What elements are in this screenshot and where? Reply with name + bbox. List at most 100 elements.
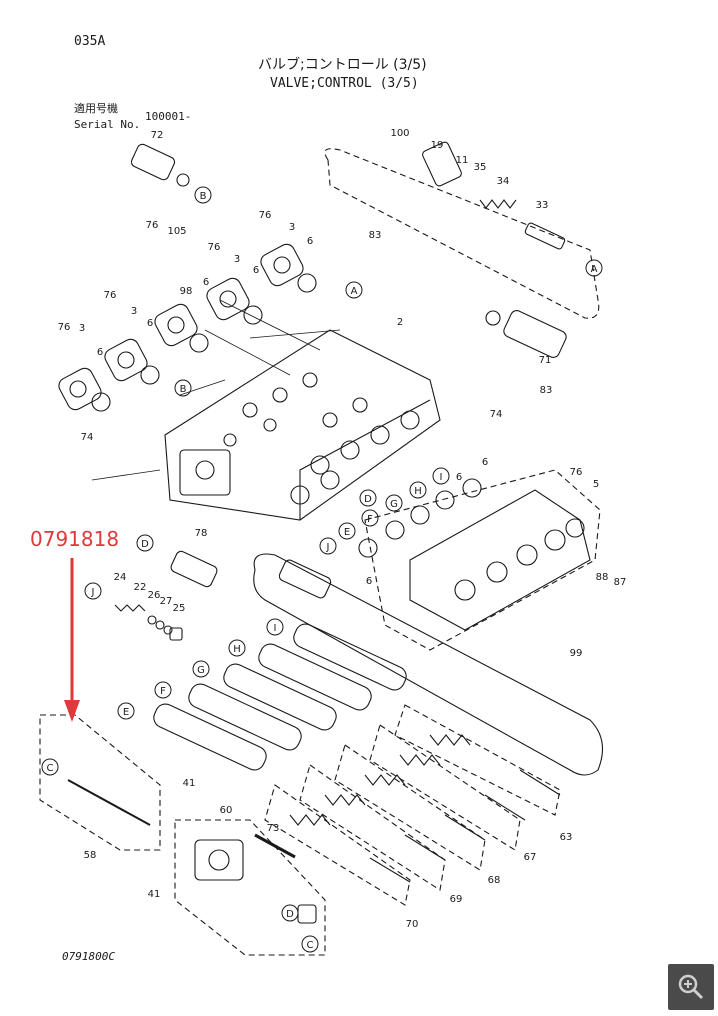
annotation-arrowhead bbox=[64, 700, 80, 722]
callout-6g: 6 bbox=[482, 457, 488, 468]
part-71 bbox=[503, 310, 567, 358]
parts-24-25 bbox=[114, 604, 183, 641]
callout-2: 2 bbox=[397, 317, 403, 328]
callout-105: 105 bbox=[167, 226, 186, 237]
callout-68: 68 bbox=[488, 875, 501, 886]
callout-76d: 76 bbox=[104, 290, 117, 301]
callout-100: 100 bbox=[390, 128, 409, 139]
callout-74b: 74 bbox=[81, 432, 94, 443]
svg-text:E: E bbox=[123, 707, 129, 718]
callout-6d: 6 bbox=[147, 318, 153, 329]
callout-41: 41 bbox=[183, 778, 196, 789]
svg-text:B: B bbox=[200, 191, 207, 202]
springs bbox=[289, 734, 471, 826]
callout-76: 76 bbox=[259, 210, 272, 221]
svg-text:C: C bbox=[47, 763, 54, 774]
title-english: VALVE;CONTROL (3/5) bbox=[270, 76, 419, 91]
callout-70: 70 bbox=[406, 919, 419, 930]
callout-74: 74 bbox=[490, 409, 503, 420]
cover-5 bbox=[409, 489, 591, 631]
callout-78: 78 bbox=[195, 528, 208, 539]
zoom-in-icon bbox=[678, 974, 704, 1000]
group-outline-spools bbox=[253, 553, 604, 776]
callout-69: 69 bbox=[450, 894, 463, 905]
callout-58: 58 bbox=[84, 850, 97, 861]
svg-text:H: H bbox=[233, 644, 241, 655]
part-33 bbox=[524, 222, 566, 250]
group-outline-60 bbox=[174, 819, 326, 956]
callout-26: 26 bbox=[148, 590, 161, 601]
part-60 bbox=[194, 839, 244, 881]
flanges-left bbox=[58, 243, 317, 412]
svg-text:D: D bbox=[286, 909, 294, 920]
callout-72: 72 bbox=[151, 130, 164, 141]
callout-34: 34 bbox=[497, 176, 510, 187]
callout-11: 11 bbox=[456, 155, 469, 166]
svg-text:G: G bbox=[197, 665, 205, 676]
callout-76b: 76 bbox=[146, 220, 159, 231]
callout-5: 5 bbox=[593, 479, 599, 490]
callout-24: 24 bbox=[114, 572, 127, 583]
svg-text:E: E bbox=[344, 527, 350, 538]
callout-3d: 3 bbox=[79, 323, 85, 334]
svg-text:I: I bbox=[440, 472, 443, 483]
group-outline-right bbox=[364, 469, 601, 651]
callout-98: 98 bbox=[180, 286, 193, 297]
callout-6f: 6 bbox=[456, 472, 462, 483]
callout-60: 60 bbox=[220, 805, 233, 816]
svg-text:C: C bbox=[307, 940, 314, 951]
callout-76e: 76 bbox=[58, 322, 71, 333]
callout-25: 25 bbox=[173, 603, 186, 614]
serial-label-english: Serial No. bbox=[74, 118, 141, 131]
part-73 bbox=[254, 833, 296, 859]
callout-41b: 41 bbox=[148, 889, 161, 900]
callout-3b: 3 bbox=[234, 254, 240, 265]
callout-35: 35 bbox=[474, 162, 487, 173]
svg-text:D: D bbox=[141, 539, 149, 550]
part-72 bbox=[130, 143, 176, 181]
callout-6c: 6 bbox=[253, 265, 259, 276]
callout-33: 33 bbox=[536, 200, 549, 211]
callout-88: 88 bbox=[596, 572, 609, 583]
diagram-code: 035A bbox=[74, 34, 106, 49]
callout-87: 87 bbox=[614, 577, 627, 588]
annotation-part-number: 0791818 bbox=[30, 527, 120, 551]
callout-63: 63 bbox=[560, 832, 573, 843]
spools bbox=[153, 623, 407, 771]
zoom-button[interactable] bbox=[668, 964, 714, 1010]
callout-76c: 76 bbox=[208, 242, 221, 253]
svg-text:J: J bbox=[91, 587, 95, 598]
bolts bbox=[369, 769, 561, 883]
callout-6: 6 bbox=[307, 236, 313, 247]
svg-text:B: B bbox=[180, 384, 187, 395]
callout-3: 3 bbox=[289, 222, 295, 233]
callout-6e: 6 bbox=[97, 347, 103, 358]
callout-99: 99 bbox=[570, 648, 583, 659]
serial-number-range: 100001- bbox=[145, 110, 192, 123]
callout-27: 27 bbox=[160, 596, 173, 607]
svg-text:J: J bbox=[326, 542, 330, 553]
group-outline-58 bbox=[39, 714, 161, 851]
callout-22: 22 bbox=[134, 582, 147, 593]
callout-67: 67 bbox=[524, 852, 537, 863]
svg-text:F: F bbox=[367, 514, 373, 525]
callout-19: 19 bbox=[431, 140, 444, 151]
part-19 bbox=[422, 141, 462, 187]
callout-6h: 6 bbox=[366, 576, 372, 587]
callout-83b: 83 bbox=[540, 385, 553, 396]
callout-6b: 6 bbox=[203, 277, 209, 288]
svg-text:F: F bbox=[160, 686, 166, 697]
circled-letter-callouts bbox=[41, 186, 603, 953]
valve-body-2 bbox=[164, 329, 441, 521]
title-japanese: バルブ;コントロール (3/5) bbox=[258, 57, 427, 73]
serial-label-japanese: 適用号機 bbox=[74, 102, 118, 115]
callout-71: 71 bbox=[539, 355, 552, 366]
callout-3c: 3 bbox=[131, 306, 137, 317]
part-34-spring bbox=[479, 199, 517, 209]
svg-text:A: A bbox=[351, 286, 358, 297]
callout-73: 73 bbox=[267, 823, 280, 834]
callout-76f: 76 bbox=[570, 467, 583, 478]
svg-text:D: D bbox=[364, 494, 372, 505]
circled-letter-text: BAB AIH GDF EJD JIH GFE CDC bbox=[47, 191, 598, 951]
